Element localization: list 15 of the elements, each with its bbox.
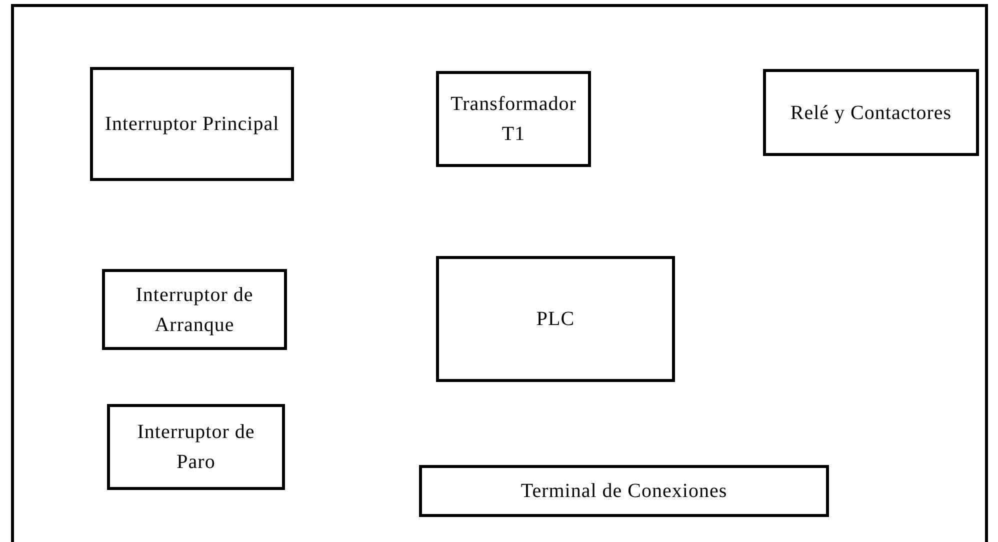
box-label: Interruptor de Arranque [134,282,254,338]
box-label: Terminal de Conexiones [520,479,728,504]
component-box [90,67,294,181]
component-box [419,465,829,517]
component-box [436,71,591,167]
component-box [763,69,979,156]
box-label: Interruptor Principal [104,112,280,137]
component-box [102,269,287,350]
component-box [107,404,285,490]
component-box [436,256,675,382]
box-label: Transformador T1 [450,92,578,147]
frame-border [11,4,988,542]
box-label: Interruptor de Paro [136,420,256,475]
box-label: PLC [536,307,575,332]
box-label: Relé y Contactores [790,100,952,126]
